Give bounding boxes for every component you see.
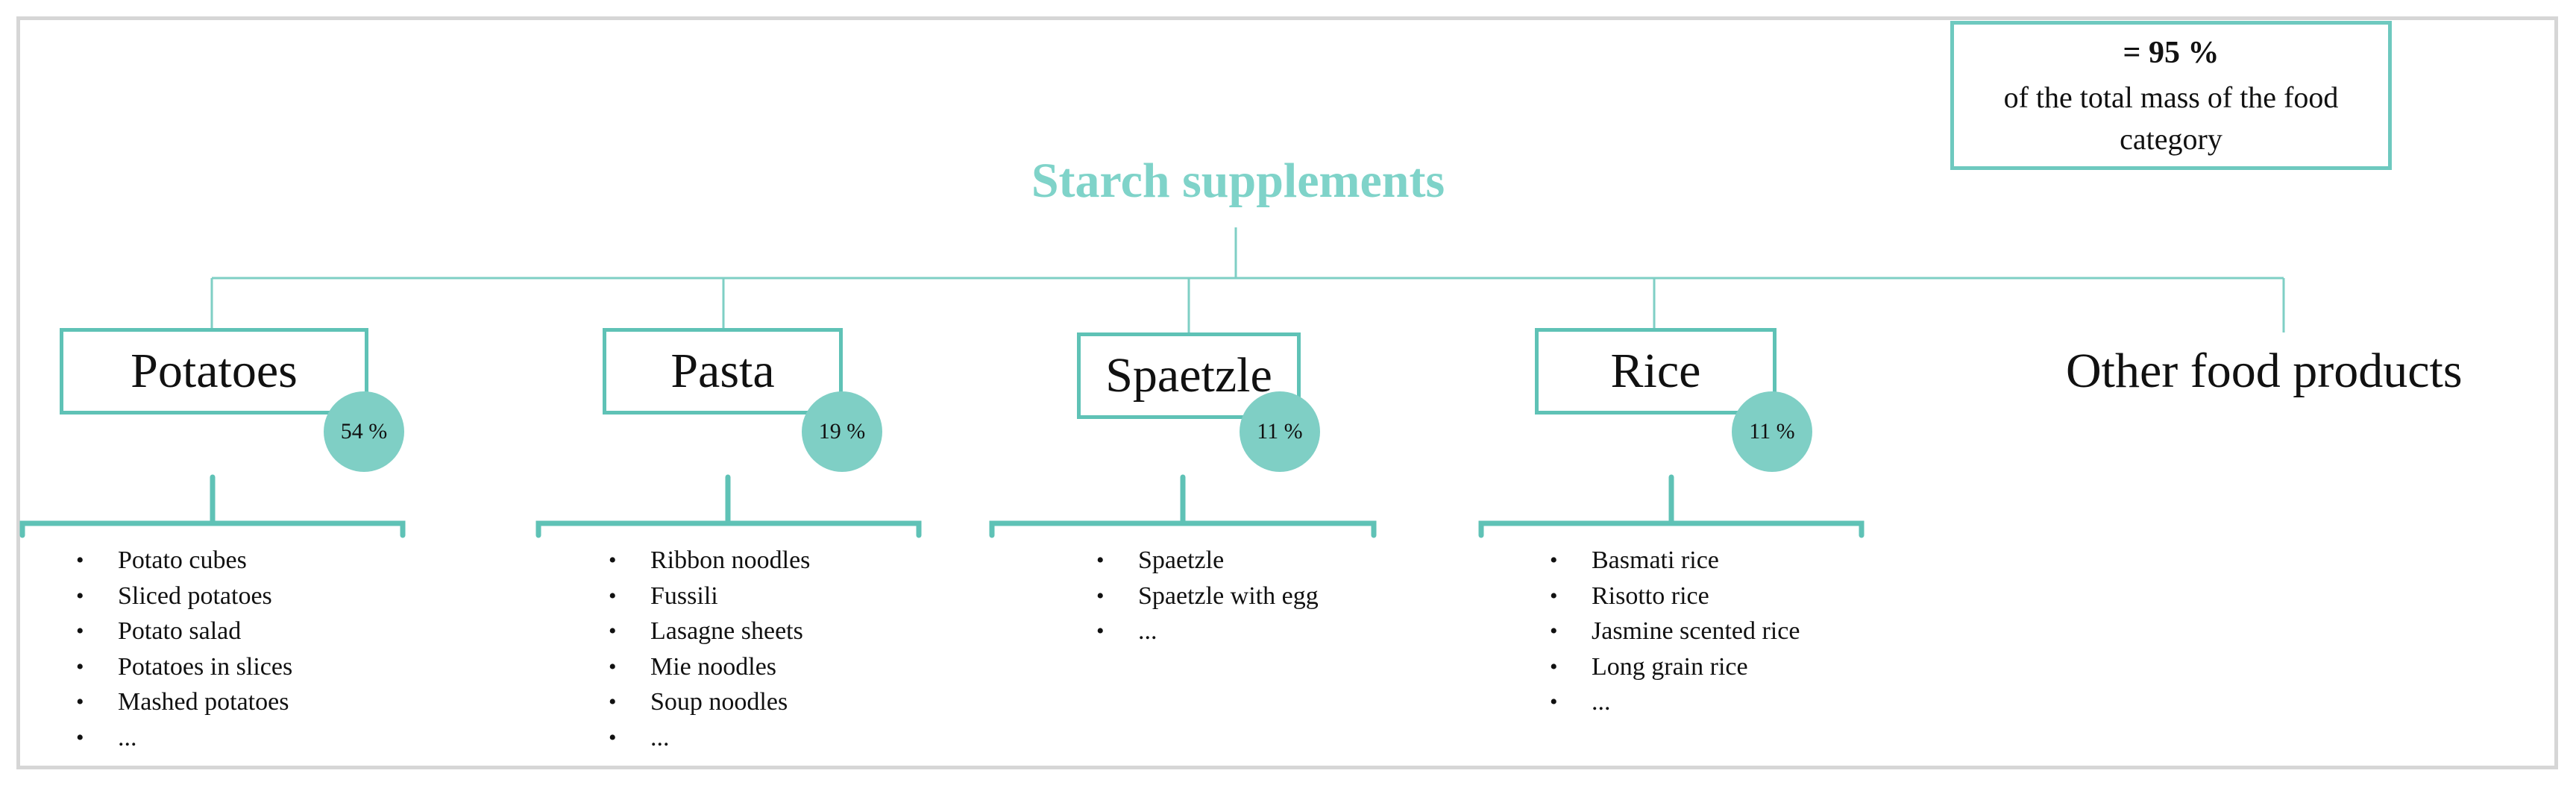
list-item: Mie noodles (609, 649, 810, 685)
category-label-other: Other food products (2066, 344, 2463, 398)
category-box-spaetzle: Spaetzle (1077, 332, 1301, 419)
total-share-value: = 95 % (2123, 36, 2220, 70)
list-item: Spaetzle (1096, 543, 1319, 579)
list-item: Sliced potatoes (76, 579, 292, 614)
category-box-rice: Rice (1535, 328, 1777, 415)
list-item: ... (76, 720, 292, 756)
diagram-frame (16, 16, 2558, 769)
share-badge-pasta: 19 % (802, 391, 882, 472)
list-item: ... (609, 720, 810, 756)
share-value: 19 % (818, 419, 866, 444)
category-label: Pasta (670, 344, 775, 398)
list-item: Soup noodles (609, 684, 810, 720)
total-share-text: of the total mass of the food category (2003, 81, 2339, 156)
list-item: Basmati rice (1550, 543, 1800, 579)
item-list-pasta: Ribbon noodles Fussili Lasagne sheets Mi… (609, 543, 810, 755)
share-value: 54 % (340, 419, 388, 444)
list-item: Long grain rice (1550, 649, 1800, 685)
list-item: Fussili (609, 579, 810, 614)
share-badge-potatoes: 54 % (324, 391, 404, 472)
share-value: 11 % (1257, 419, 1303, 444)
bracket-pasta (535, 474, 922, 538)
list-item: Risotto rice (1550, 579, 1800, 614)
category-label: Potatoes (131, 344, 298, 398)
item-list-spaetzle: Spaetzle Spaetzle with egg ... (1096, 543, 1319, 649)
bracket-rice (1478, 474, 1865, 538)
share-value: 11 % (1749, 419, 1795, 444)
share-badge-spaetzle: 11 % (1240, 391, 1320, 472)
item-list-potatoes: Potato cubes Sliced potatoes Potato sala… (76, 543, 292, 755)
list-item: Potato cubes (76, 543, 292, 579)
list-item: Jasmine scented rice (1550, 614, 1800, 649)
category-box-pasta: Pasta (603, 328, 843, 415)
category-label: Spaetzle (1105, 348, 1272, 403)
list-item: ... (1096, 614, 1319, 649)
category-label: Rice (1610, 344, 1701, 398)
list-item: Lasagne sheets (609, 614, 810, 649)
diagram-title: Starch supplements (1031, 154, 1445, 208)
bracket-spaetzle (989, 474, 1377, 538)
list-item: ... (1550, 684, 1800, 720)
total-share-box: = 95 % of the total mass of the food cat… (1950, 21, 2392, 170)
list-item: Ribbon noodles (609, 543, 810, 579)
item-list-rice: Basmati rice Risotto rice Jasmine scente… (1550, 543, 1800, 720)
list-item: Potato salad (76, 614, 292, 649)
bracket-potatoes (19, 474, 406, 538)
list-item: Mashed potatoes (76, 684, 292, 720)
list-item: Potatoes in slices (76, 649, 292, 685)
list-item: Spaetzle with egg (1096, 579, 1319, 614)
category-box-potatoes: Potatoes (60, 328, 368, 415)
share-badge-rice: 11 % (1732, 391, 1812, 472)
